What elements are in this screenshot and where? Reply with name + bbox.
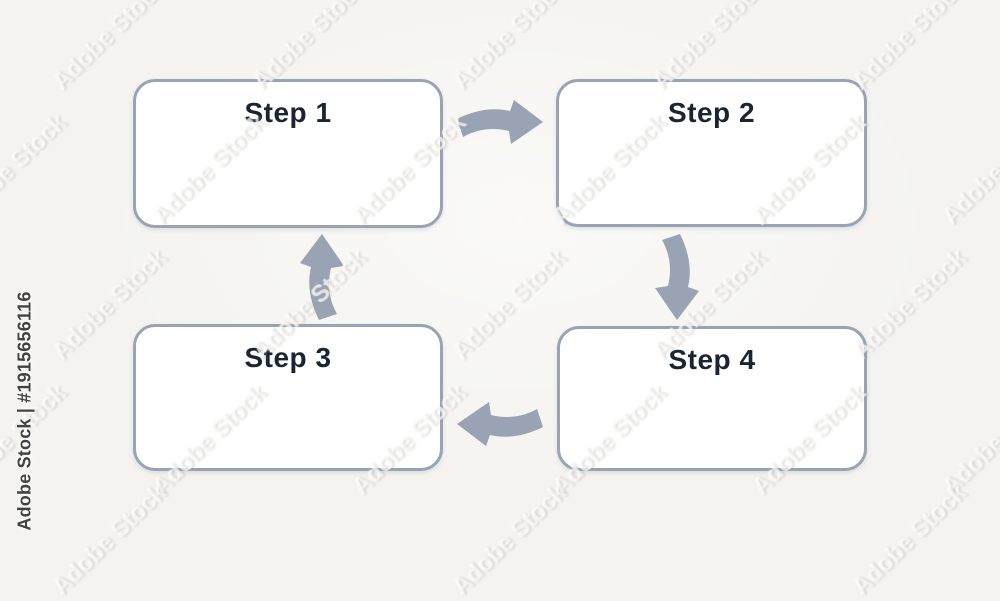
step-label-1: Step 1 [244,97,332,128]
step-box-3: Step 3 [133,324,443,471]
arrow-shape [457,402,543,446]
arrow-step2-to-step4-icon [655,234,699,320]
watermark-tile: Adobe Stock [937,108,1000,231]
watermark-tile: Adobe Stock [847,478,972,601]
watermark-tile: Adobe Stock [847,0,972,96]
watermark-tile: Adobe Stock [447,478,572,601]
step-box-4: Step 4 [557,326,867,471]
watermark-tile: Adobe Stock [0,378,72,501]
stock-credit-watermark: Adobe Stock | #1915656116 [14,291,35,531]
step-label-3: Step 3 [244,342,332,373]
arrow-step4-to-step3-icon [457,402,543,446]
arrow-step3-to-step1-icon [300,234,344,320]
step-box-2: Step 2 [556,79,867,227]
arrow-step1-to-step2-icon [457,100,543,144]
watermark-tile: Adobe Stock [447,0,572,96]
watermark-tile: Adobe Stock [47,478,172,601]
arrow-shape [457,100,543,144]
step-label-4: Step 4 [668,344,756,375]
step-label-2: Step 2 [667,97,756,128]
step-box-1: Step 1 [133,79,443,228]
watermark-tile: Adobe Stock [937,378,1000,501]
watermark-tile: Adobe Stock [447,243,572,366]
watermark-tile: Adobe Stock [0,108,72,231]
arrow-shape [300,234,344,320]
arrow-shape [655,234,699,320]
